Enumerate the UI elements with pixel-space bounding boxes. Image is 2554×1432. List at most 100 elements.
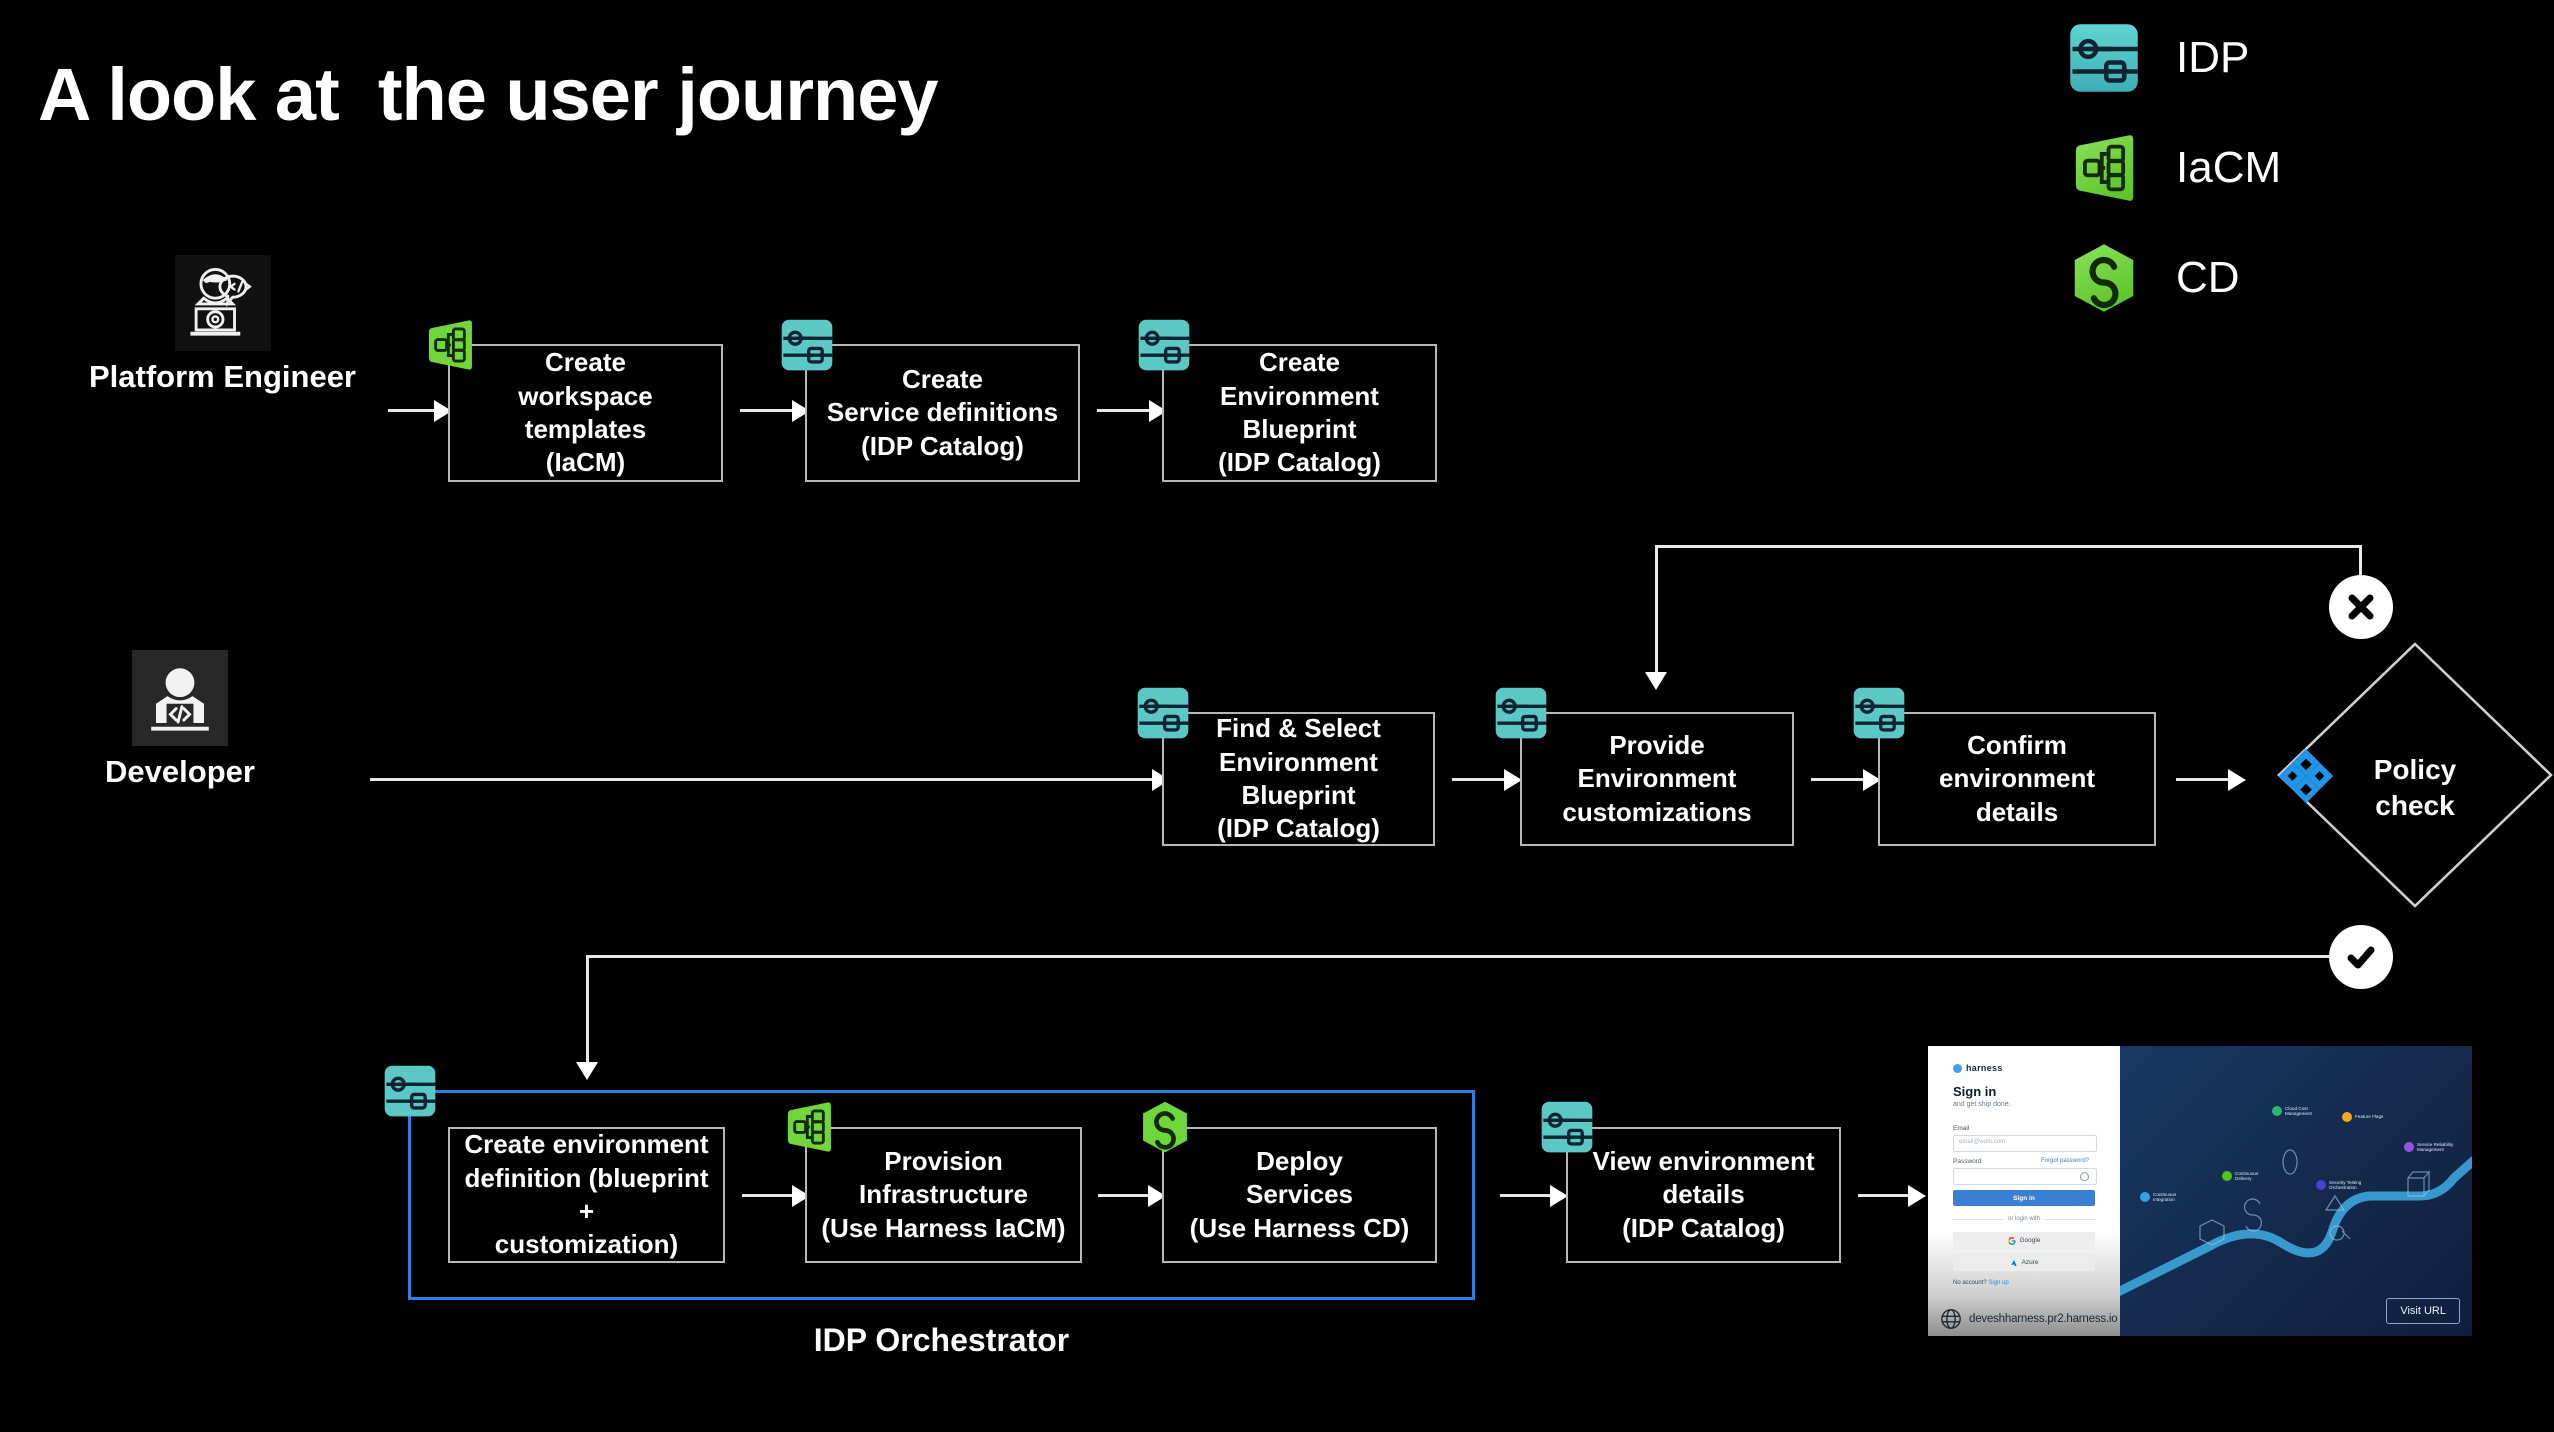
module-service-reliability-management: Service Reliability Management [2404,1142,2453,1153]
srm-icon [2404,1142,2414,1153]
connector-line [1858,1194,1916,1197]
idp-orchestrator-group [408,1090,1475,1300]
azure-label: Azure [2021,1259,2039,1266]
url-bar: deveshharness.pr2.harness.io [1928,1302,2120,1336]
or-login-divider: or login with [1953,1216,2096,1222]
divider-rule [2045,1218,2096,1220]
email-placeholder: email@work.com [1959,1139,2006,1145]
cd-module-icon [2222,1171,2232,1182]
step-box-provision-infrastructure[interactable]: Provision Infrastructure (Use Harness Ia… [805,1127,1082,1263]
connector-arrow [1645,672,1667,690]
harness-mark-icon [1953,1063,1962,1073]
azure-signin-button[interactable]: Azure [1953,1254,2095,1271]
show-password-eye-icon[interactable] [2080,1172,2089,1181]
connector-arrow [1863,769,1881,791]
connector-arrow [2228,769,2246,791]
email-field[interactable] [1953,1135,2097,1152]
step-box-create-environment-blueprint[interactable]: Create Environment Blueprint (IDP Catalo… [1162,344,1437,482]
idp-icon [1136,686,1190,740]
module-label: Feature Flags [2355,1114,2384,1120]
module-cloud-cost-management: Cloud Cost Management [2272,1106,2312,1117]
connector-arrow [1550,1185,1568,1207]
step-box-confirm-environment-details[interactable]: Confirm environment details [1878,712,2156,846]
divider-rule [1953,1218,2003,1220]
iacm-icon [782,1100,836,1154]
step-box-deploy-services[interactable]: Deploy Services (Use Harness CD) [1162,1127,1437,1263]
module-continuous-integration: Continuous Integration [2140,1192,2176,1203]
step-box-view-environment-details[interactable]: View environment details (IDP Catalog) [1566,1127,1841,1263]
legend-item-cd: CD [2068,232,2281,324]
connector-arrow [1504,769,1522,791]
module-label: Continuous Delivery [2235,1171,2259,1182]
azure-icon [2010,1259,2017,1266]
iacm-icon [423,318,477,372]
opa-policy-icon [2275,745,2335,805]
idp-icon [1137,318,1191,372]
connector-line [586,955,589,1065]
ci-icon [2140,1192,2150,1203]
idp-icon [2068,22,2140,94]
connector-line [370,778,1160,781]
decision-label-policy-check: Policy check [2373,754,2457,822]
idp-icon [383,1064,437,1118]
module-label: Cloud Cost Management [2285,1106,2312,1117]
password-label: Password [1953,1158,1982,1165]
connector-line [586,955,2332,958]
signin-hero-panel: Continuous Integration Continuous Delive… [2120,1046,2472,1336]
connector-arrow [1908,1185,1926,1207]
connector-line [388,409,442,412]
step-box-create-environment-definition[interactable]: Create environment definition (blueprint… [448,1127,725,1263]
persona-platform-engineer: Platform Engineer [80,255,365,395]
signin-heading: Sign in [1953,1084,1997,1099]
cd-icon [1138,1100,1192,1154]
connector-arrow [1148,1185,1166,1207]
harness-logo: harness [1953,1063,2003,1073]
connector-arrow [576,1062,598,1080]
module-continuous-delivery: Continuous Delivery [2222,1171,2258,1182]
connector-line [1655,545,1658,675]
persona-label-platform-engineer: Platform Engineer [89,359,356,394]
page-title: A look at the user journey [38,53,939,136]
module-label: Continuous Integration [2153,1192,2177,1203]
legend: IDP IaCM [2068,12,2281,342]
iacm-icon [2068,132,2140,204]
journey-path-illustration [2120,1149,2472,1297]
ff-icon [2342,1112,2352,1122]
step-box-find-select-environment-blueprint[interactable]: Find & Select Environment Blueprint (IDP… [1162,712,1435,846]
module-label: Service Reliability Management [2417,1142,2454,1153]
visit-url-button[interactable]: Visit URL [2386,1298,2460,1324]
module-feature-flags: Feature Flags [2342,1112,2383,1122]
legend-label-idp: IDP [2176,33,2250,82]
url-text: deveshharness.pr2.harness.io [1969,1313,2118,1325]
email-label: Email [1953,1125,1970,1132]
step-box-provide-environment-customizations[interactable]: Provide Environment customizations [1520,712,1794,846]
persona-label-developer: Developer [105,754,255,789]
platform-engineer-avatar-icon [174,255,271,351]
connector-line [740,409,800,412]
connector-line [1452,778,1512,781]
no-account-text: No account? Sign up [1953,1280,2009,1286]
password-field[interactable] [1953,1168,2097,1185]
legend-item-iacm: IaCM [2068,122,2281,214]
signin-panel: harness Sign in and get ship done. Email… [1928,1046,2120,1336]
signin-button[interactable]: Sign in [1953,1190,2095,1206]
step-box-create-workspace-templates[interactable]: Create workspace templates (IaCM) [448,344,723,482]
google-signin-button[interactable]: Google [1953,1232,2095,1249]
idp-icon [1540,1100,1594,1154]
legend-item-idp: IDP [2068,12,2281,104]
harness-signin-screenshot[interactable]: harness Sign in and get ship done. Email… [1928,1046,2472,1336]
module-security-testing-orchestration: Security Testing Orchestration [2316,1180,2361,1191]
decision-policy-check[interactable] [2275,640,2554,915]
harness-wordmark: harness [1966,1063,2003,1073]
idp-icon [1494,686,1548,740]
ccm-icon [2272,1106,2282,1117]
forgot-password-link[interactable]: Forgot password? [2041,1158,2090,1164]
idp-icon [780,318,834,372]
connector-arrow [434,400,452,422]
sign-up-link[interactable]: Sign up [1988,1280,2009,1286]
globe-icon [1941,1309,1961,1329]
google-label: Google [2019,1237,2041,1244]
step-box-create-service-definitions[interactable]: Create Service definitions (IDP Catalog) [805,344,1080,482]
connector-line [2359,545,2362,581]
